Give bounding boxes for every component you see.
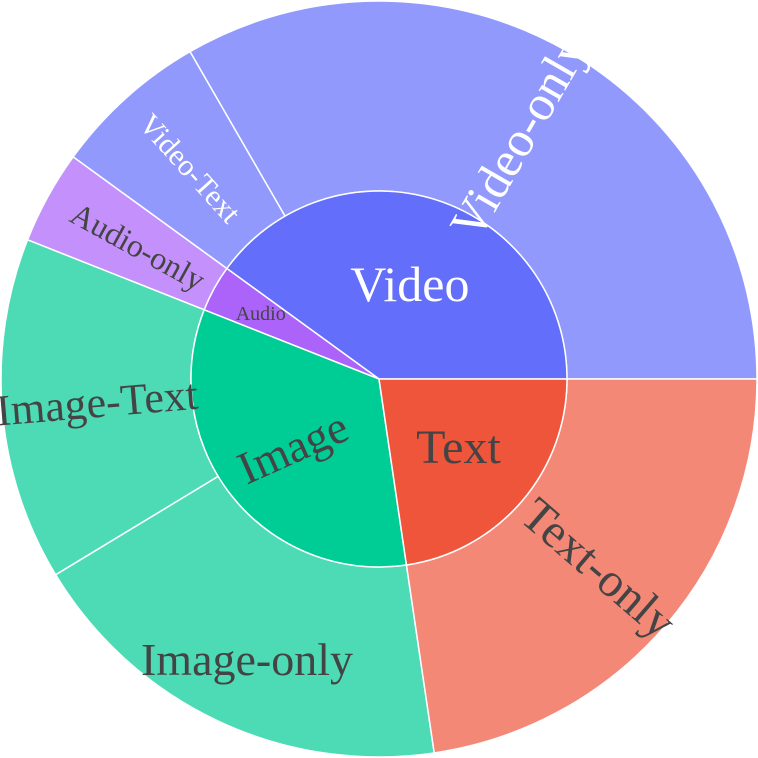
label-video: Video [350,256,469,312]
label-image-only: Image-only [141,634,353,685]
segment-text [378,378,568,566]
segment-image [190,308,408,568]
label-text: Text [416,421,501,474]
label-audio: Audio [236,303,286,325]
segment-video [225,190,568,380]
